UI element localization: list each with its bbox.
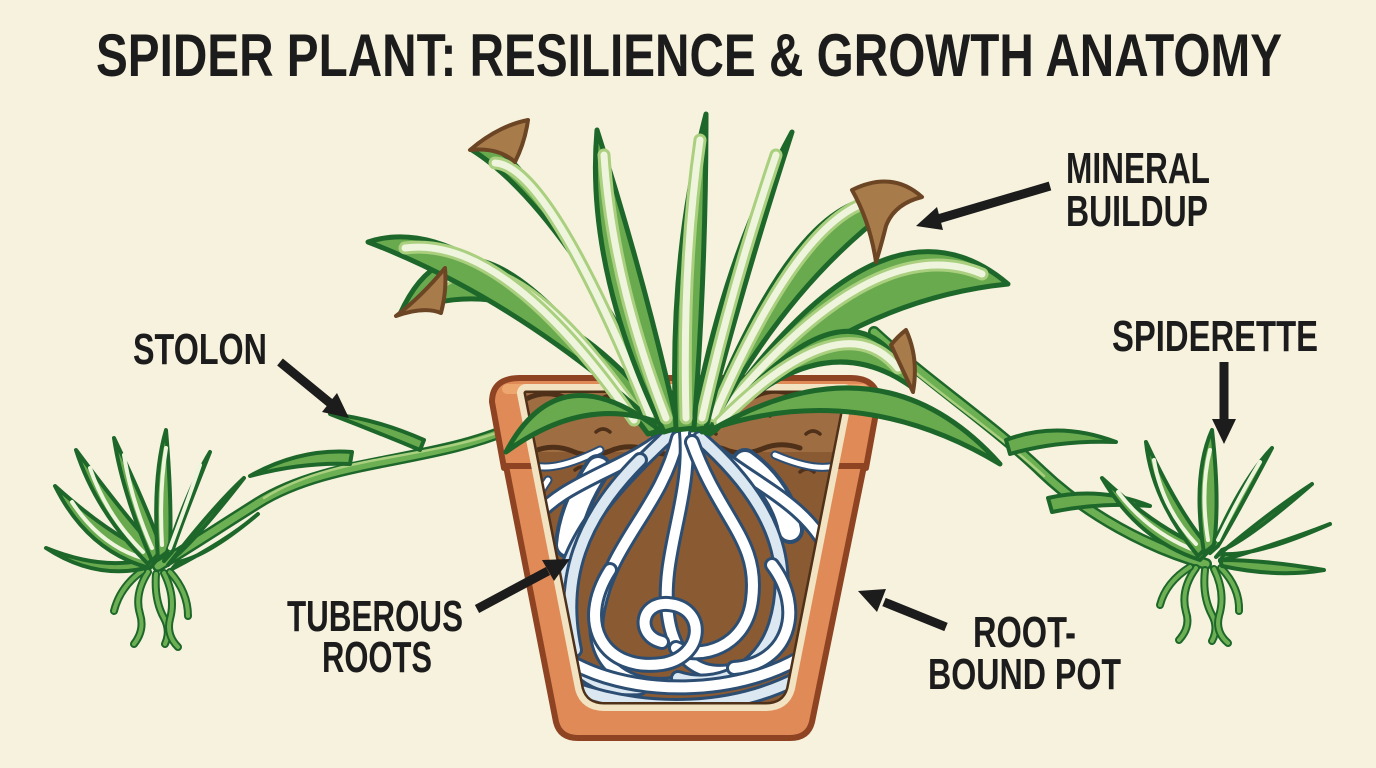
label-mineral-buildup: MINERAL BUILDUP [916, 144, 1210, 236]
label-root-bound-pot: ROOT- BOUND POT [858, 589, 1121, 699]
spiderette-label: SPIDERETTE [1112, 312, 1318, 361]
main-plant-foliage [365, 111, 1011, 467]
stolon-right-offshoot-leaf [1004, 428, 1118, 456]
mineral-buildup-arrow [936, 181, 1052, 224]
stolon-left-offshoot-leaf [328, 412, 426, 452]
tuberous-roots [526, 422, 844, 702]
browned-leaf-tips [394, 118, 924, 394]
root-bound-pot [489, 375, 881, 741]
stolon-right [868, 326, 1212, 570]
root-bound-pot-label-line1: ROOT- [973, 608, 1076, 657]
spiderette-right [1100, 428, 1332, 647]
mineral-buildup-label-line1: MINERAL [1066, 144, 1210, 193]
mineral-buildup-label-line2: BUILDUP [1066, 187, 1208, 236]
tuberous-roots-label-line2: ROOTS [322, 633, 432, 682]
stolon-left-offshoot-leaf [248, 449, 354, 478]
tuberous-roots-label-line1: TUBEROUS [287, 592, 463, 641]
mineral-buildup-tip [850, 179, 924, 264]
label-spiderette: SPIDERETTE [1112, 312, 1318, 444]
tuberous-roots-arrow [474, 567, 551, 613]
root-bound-pot-label-line2: BOUND POT [928, 650, 1121, 699]
root-bound-pot-arrow [882, 597, 948, 632]
label-tuberous-roots: TUBEROUS ROOTS [287, 559, 570, 682]
label-stolon: STOLON [133, 325, 349, 418]
stolon-arrow [277, 358, 333, 407]
stolon-left [152, 412, 522, 572]
stolon-label: STOLON [133, 325, 267, 374]
diagram-title: SPIDER PLANT: RESILIENCE & GROWTH ANATOM… [96, 22, 1282, 89]
spiderette-left [44, 428, 260, 651]
